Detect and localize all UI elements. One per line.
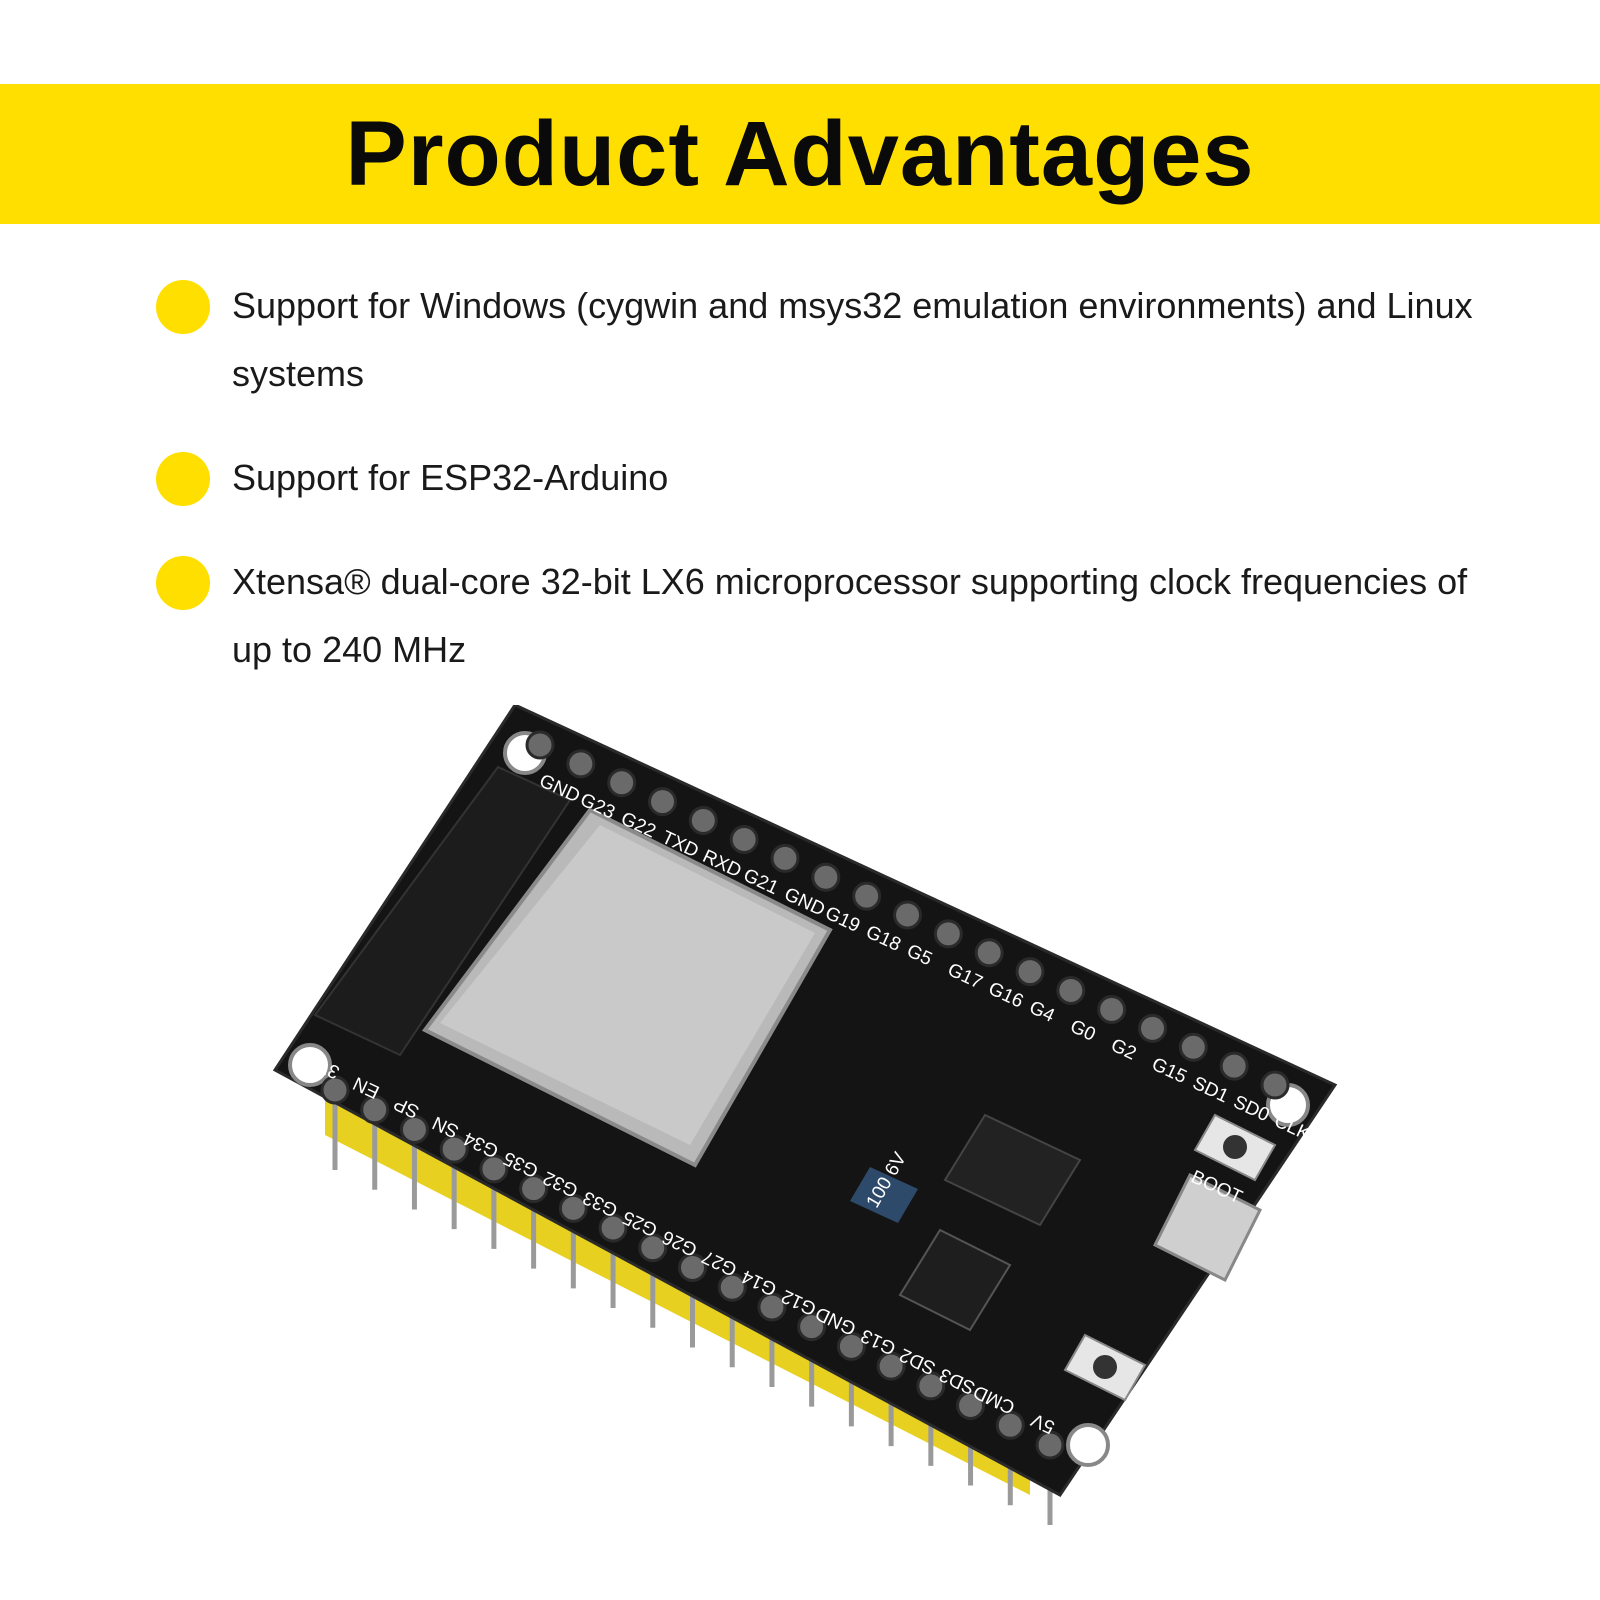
micro-usb-port: [1152, 1172, 1263, 1283]
page-title: Product Advantages: [345, 102, 1255, 205]
pin-hole: [525, 730, 555, 760]
pin-hole: [1056, 976, 1086, 1006]
feature-item: Xtensa® dual-core 32-bit LX6 microproces…: [150, 548, 1480, 684]
pin-hole: [360, 1095, 390, 1125]
pin-hole: [916, 1371, 946, 1401]
pin-hole: [638, 1233, 668, 1263]
pin-hole: [995, 1410, 1025, 1440]
pin-hole: [1035, 1430, 1065, 1460]
pin-hole: [1138, 1013, 1167, 1043]
feature-text: Support for Windows (cygwin and msys32 e…: [232, 285, 1473, 394]
title-banner: Product Advantages: [0, 84, 1600, 224]
pin-hole: [717, 1272, 747, 1302]
en-button: [1063, 1333, 1147, 1402]
feature-item: Support for Windows (cygwin and msys32 e…: [150, 272, 1480, 408]
pin-hole: [876, 1351, 906, 1381]
usb-serial-chip: [943, 1113, 1082, 1227]
pin-hole: [1260, 1070, 1290, 1100]
yellow-dot-icon: [156, 452, 210, 506]
mount-hole: [288, 1043, 332, 1087]
yellow-dot-icon: [156, 280, 210, 334]
pin-hole: [607, 768, 637, 798]
voltage-regulator: [898, 1228, 1012, 1332]
pin-hole: [974, 938, 1004, 968]
pin-hole: [1097, 994, 1127, 1024]
pin-hole: [1015, 957, 1045, 987]
pin-hole: [757, 1292, 787, 1322]
pin-hole: [770, 843, 800, 873]
pin-hole: [956, 1391, 986, 1421]
pin-hole: [566, 749, 596, 779]
esp32-module-shield-face: [440, 825, 815, 1145]
pin-hole: [797, 1312, 827, 1342]
pin-hole: [558, 1193, 588, 1223]
pin-hole: [479, 1154, 509, 1184]
pin-hole: [688, 806, 718, 836]
pin-hole: [1178, 1032, 1208, 1062]
pin-hole: [320, 1075, 350, 1105]
pin-hole: [1219, 1051, 1249, 1081]
pin-hole: [648, 787, 677, 817]
pin-hole: [678, 1253, 707, 1282]
feature-item: Support for ESP32-Arduino: [150, 444, 1480, 512]
pin-hole: [811, 862, 841, 892]
feature-text: Xtensa® dual-core 32-bit LX6 microproces…: [232, 561, 1468, 670]
yellow-dot-icon: [156, 556, 210, 610]
pin-hole: [836, 1331, 866, 1361]
mount-hole: [1066, 1423, 1110, 1467]
pin-hole: [893, 900, 922, 930]
pin-hole: [399, 1114, 429, 1144]
feature-text: Support for ESP32-Arduino: [232, 457, 669, 498]
antenna-area: [313, 765, 572, 1057]
pin-hole: [519, 1174, 549, 1204]
pin-hole: [852, 881, 882, 911]
pin-hole: [598, 1213, 628, 1243]
pin-hole: [933, 919, 963, 949]
feature-list: Support for Windows (cygwin and msys32 e…: [150, 272, 1480, 684]
pin-hole: [729, 824, 759, 854]
pin-hole: [439, 1134, 469, 1164]
